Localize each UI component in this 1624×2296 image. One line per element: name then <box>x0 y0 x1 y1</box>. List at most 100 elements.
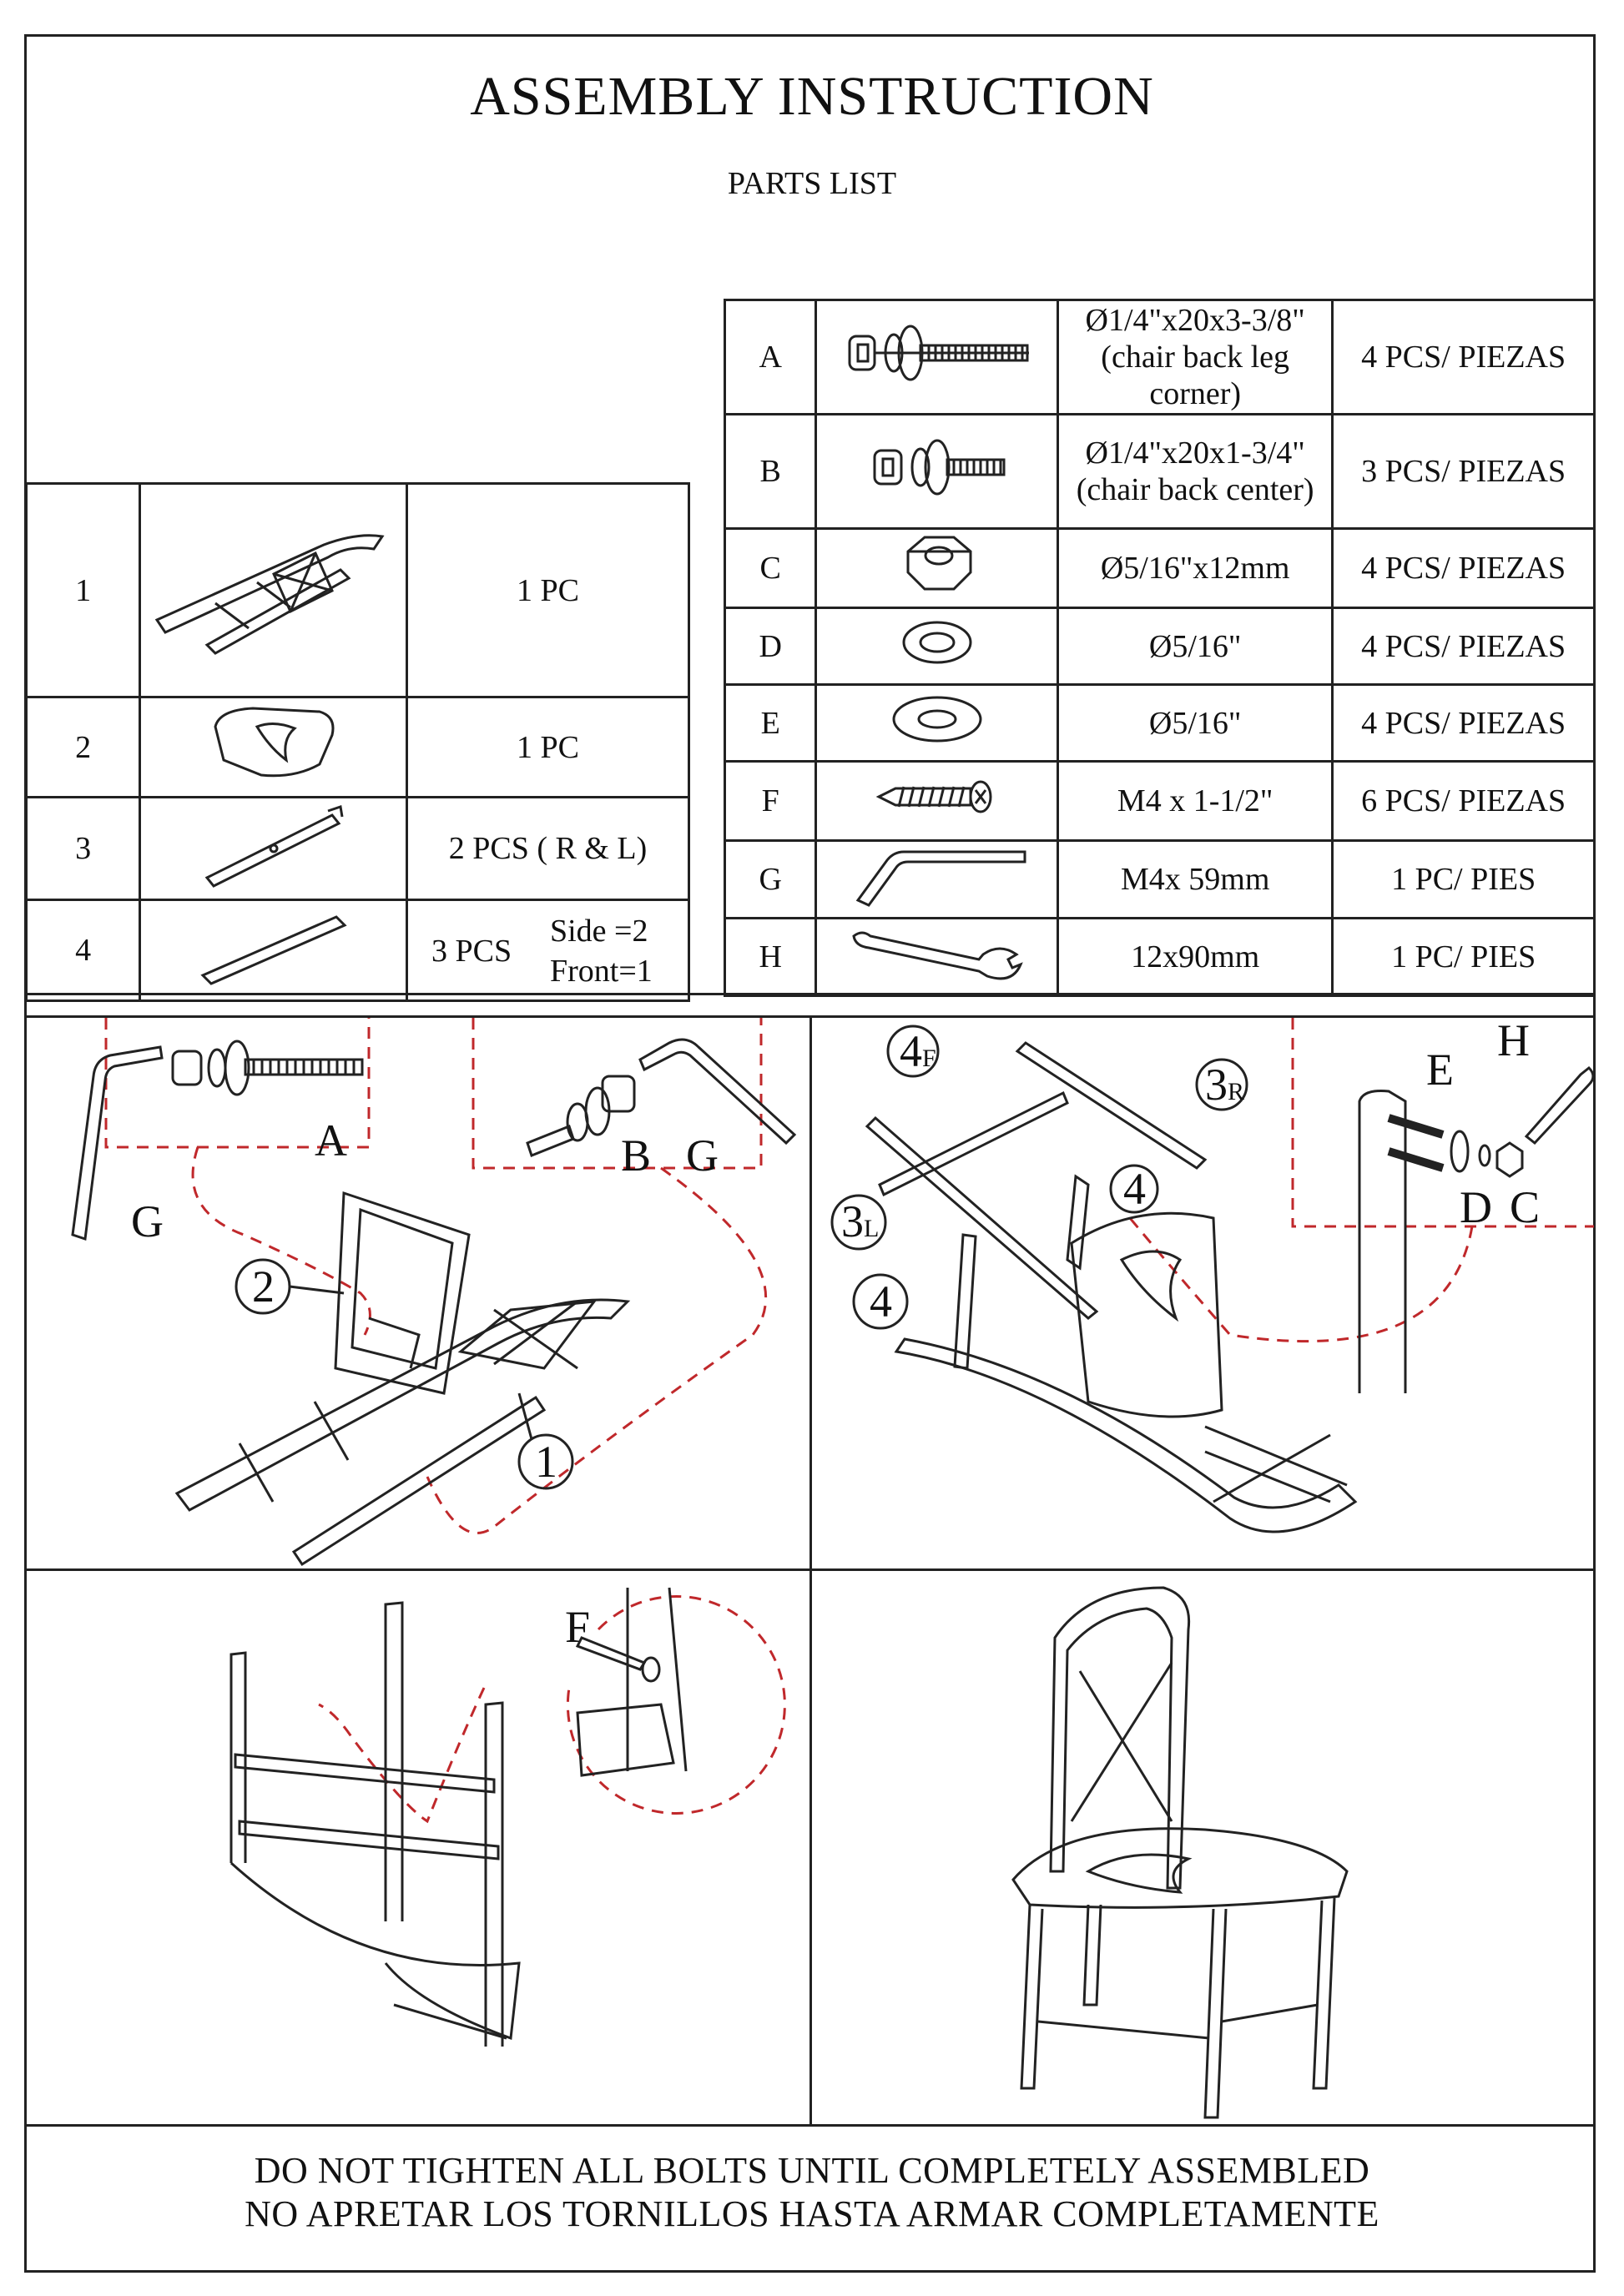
divider <box>809 1015 812 2124</box>
hardware-qty: 1 PC/ PIES <box>1331 917 1596 997</box>
chair-back-frame-icon <box>174 1298 631 1567</box>
hardware-spec: Ø5/16" <box>1057 607 1334 686</box>
hardware-spec-size: Ø1/4"x20x1-3/4" <box>1085 436 1305 471</box>
hardware-id: H <box>723 917 818 997</box>
callout-link <box>1128 1217 1474 1343</box>
side-rail-icon <box>865 1115 1099 1320</box>
hardware-row: C Ø5/16"x12mm 4 PCS/ PIEZAS <box>723 527 1596 609</box>
hardware-spec: Ø5/16" <box>1057 683 1334 763</box>
label-b: B <box>621 1130 651 1181</box>
label-g: G <box>686 1130 719 1181</box>
long-bolt-icon <box>815 299 1060 415</box>
wrench-icon <box>815 917 1060 997</box>
hardware-qty: 6 PCS/ PIEZAS <box>1331 760 1596 842</box>
hardware-spec: Ø1/4"x20x1-3/4" (chair back center) <box>1057 413 1334 530</box>
label-part-1: 1 <box>535 1437 557 1487</box>
stretcher-icon <box>953 1233 977 1370</box>
callout-link <box>318 1687 486 1824</box>
long-bolt-icon <box>171 1040 364 1096</box>
hardware-id: D <box>723 607 818 686</box>
hardware-row: E Ø5/16" 4 PCS/ PIEZAS <box>723 683 1596 763</box>
hardware-qty: 4 PCS/ PIEZAS <box>1331 683 1596 763</box>
hardware-id: A <box>723 299 818 415</box>
part-qty: 1 PC <box>405 696 691 798</box>
label-c: C <box>1510 1182 1540 1232</box>
hardware-qty: 1 PC/ PIES <box>1331 839 1596 919</box>
hardware-spec: Ø1/4"x20x3-3/8" (chair back leg corner) <box>1057 299 1334 415</box>
allen-key-icon <box>815 839 1060 919</box>
part-id: 1 <box>24 482 142 698</box>
seat-icon <box>139 696 408 798</box>
part-id: 4 <box>24 899 142 1002</box>
chair-back-frame-icon <box>894 1337 1358 1533</box>
part-qty: 2 PCS ( R & L) <box>405 796 691 901</box>
hardware-row: G M4x 59mm 1 PC/ PIES <box>723 839 1596 919</box>
part-qty: 1 PC <box>405 482 691 698</box>
divider <box>24 2124 1596 2127</box>
callout-link-a <box>191 1146 371 1336</box>
chair-back-frame-icon <box>139 482 408 698</box>
allen-key-icon <box>638 1038 797 1145</box>
label-part-4: 4 <box>870 1276 892 1327</box>
hardware-spec: M4 x 1-1/2" <box>1057 760 1334 842</box>
label-part-3l: 3L <box>841 1196 879 1246</box>
part-qty-cell: 3 PCS Side =2 Front=1 <box>405 899 691 1002</box>
hardware-spec-note: (chair back center) <box>1076 472 1314 507</box>
hardware-id: E <box>723 683 818 763</box>
page-title: ASSEMBLY INSTRUCTION <box>470 66 1154 127</box>
allen-key-icon <box>71 1045 164 1241</box>
parts-row: 2 1 PC <box>24 696 691 798</box>
label-part-3r: 3R <box>1205 1060 1244 1110</box>
label-part-4f: 4F <box>900 1026 936 1076</box>
step-4-diagram <box>1011 1586 1349 2119</box>
label-h: H <box>1497 1015 1530 1065</box>
side-rail-icon <box>1015 1041 1208 1170</box>
hardware-spec: M4x 59mm <box>1057 839 1334 919</box>
footer-warning-es: NO APRETAR LOS TORNILLOS HASTA ARMAR COM… <box>245 2193 1379 2234</box>
upside-down-chair-icon <box>229 1601 521 2047</box>
callout-circle <box>517 1433 574 1490</box>
page-frame <box>24 34 1596 2273</box>
callout-circle <box>1195 1058 1248 1111</box>
part-note-side: Side =2 <box>549 914 648 949</box>
short-bolt-icon <box>526 1075 636 1157</box>
hardware-assembly-detail <box>1358 1065 1595 1393</box>
hardware-table: A Ø1/4"x20x3-3/8" (chair back leg corner… <box>723 299 1596 997</box>
footer-warning-en: DO NOT TIGHTEN ALL BOLTS UNTIL COMPLETEL… <box>254 2150 1370 2191</box>
part-qty: 3 PCS <box>431 934 512 969</box>
callout-circle <box>852 1273 909 1330</box>
step-1-diagram: A B G G 2 1 <box>71 1018 797 1567</box>
seat-icon <box>1070 1211 1223 1418</box>
parts-row: 3 2 PCS ( R & L) <box>24 796 691 901</box>
part-id: 2 <box>24 696 142 798</box>
assembled-chair-icon <box>1011 1586 1349 2119</box>
screw-icon <box>815 760 1060 842</box>
divider <box>24 993 1596 995</box>
step-3-diagram: F <box>229 1587 786 2047</box>
flat-washer-icon <box>815 683 1060 763</box>
side-rail-icon <box>139 796 408 901</box>
hardware-id: F <box>723 760 818 842</box>
part-id: 3 <box>24 796 142 901</box>
label-g: G <box>131 1196 164 1246</box>
hardware-spec: 12x90mm <box>1057 917 1334 997</box>
hardware-spec-note: (chair back leg corner) <box>1101 340 1290 411</box>
hardware-row: B Ø1/4"x20x1-3/4" (chair back center) 3 … <box>723 413 1596 530</box>
label-a: A <box>315 1115 347 1166</box>
screw-detail <box>575 1587 688 1777</box>
label-part-2: 2 <box>252 1261 275 1312</box>
hardware-qty: 4 PCS/ PIEZAS <box>1331 607 1596 686</box>
hardware-id: B <box>723 413 818 530</box>
parts-row: 4 3 PCS Side =2 Front=1 <box>24 899 691 1002</box>
callout-circle <box>1109 1164 1159 1214</box>
stretcher-icon <box>878 1090 1069 1197</box>
hardware-id: G <box>723 839 818 919</box>
lock-washer-icon <box>815 607 1060 686</box>
seat-icon <box>334 1191 471 1395</box>
hardware-qty: 3 PCS/ PIEZAS <box>1331 413 1596 530</box>
nut-icon <box>815 527 1060 609</box>
hardware-row: H 12x90mm 1 PC/ PIES <box>723 917 1596 997</box>
label-part-4: 4 <box>1123 1164 1146 1214</box>
step-2-diagram: 4F 3R 3L 4 4 E H D C <box>830 1015 1595 1533</box>
hardware-spec-size: Ø1/4"x20x3-3/8" <box>1085 303 1305 338</box>
